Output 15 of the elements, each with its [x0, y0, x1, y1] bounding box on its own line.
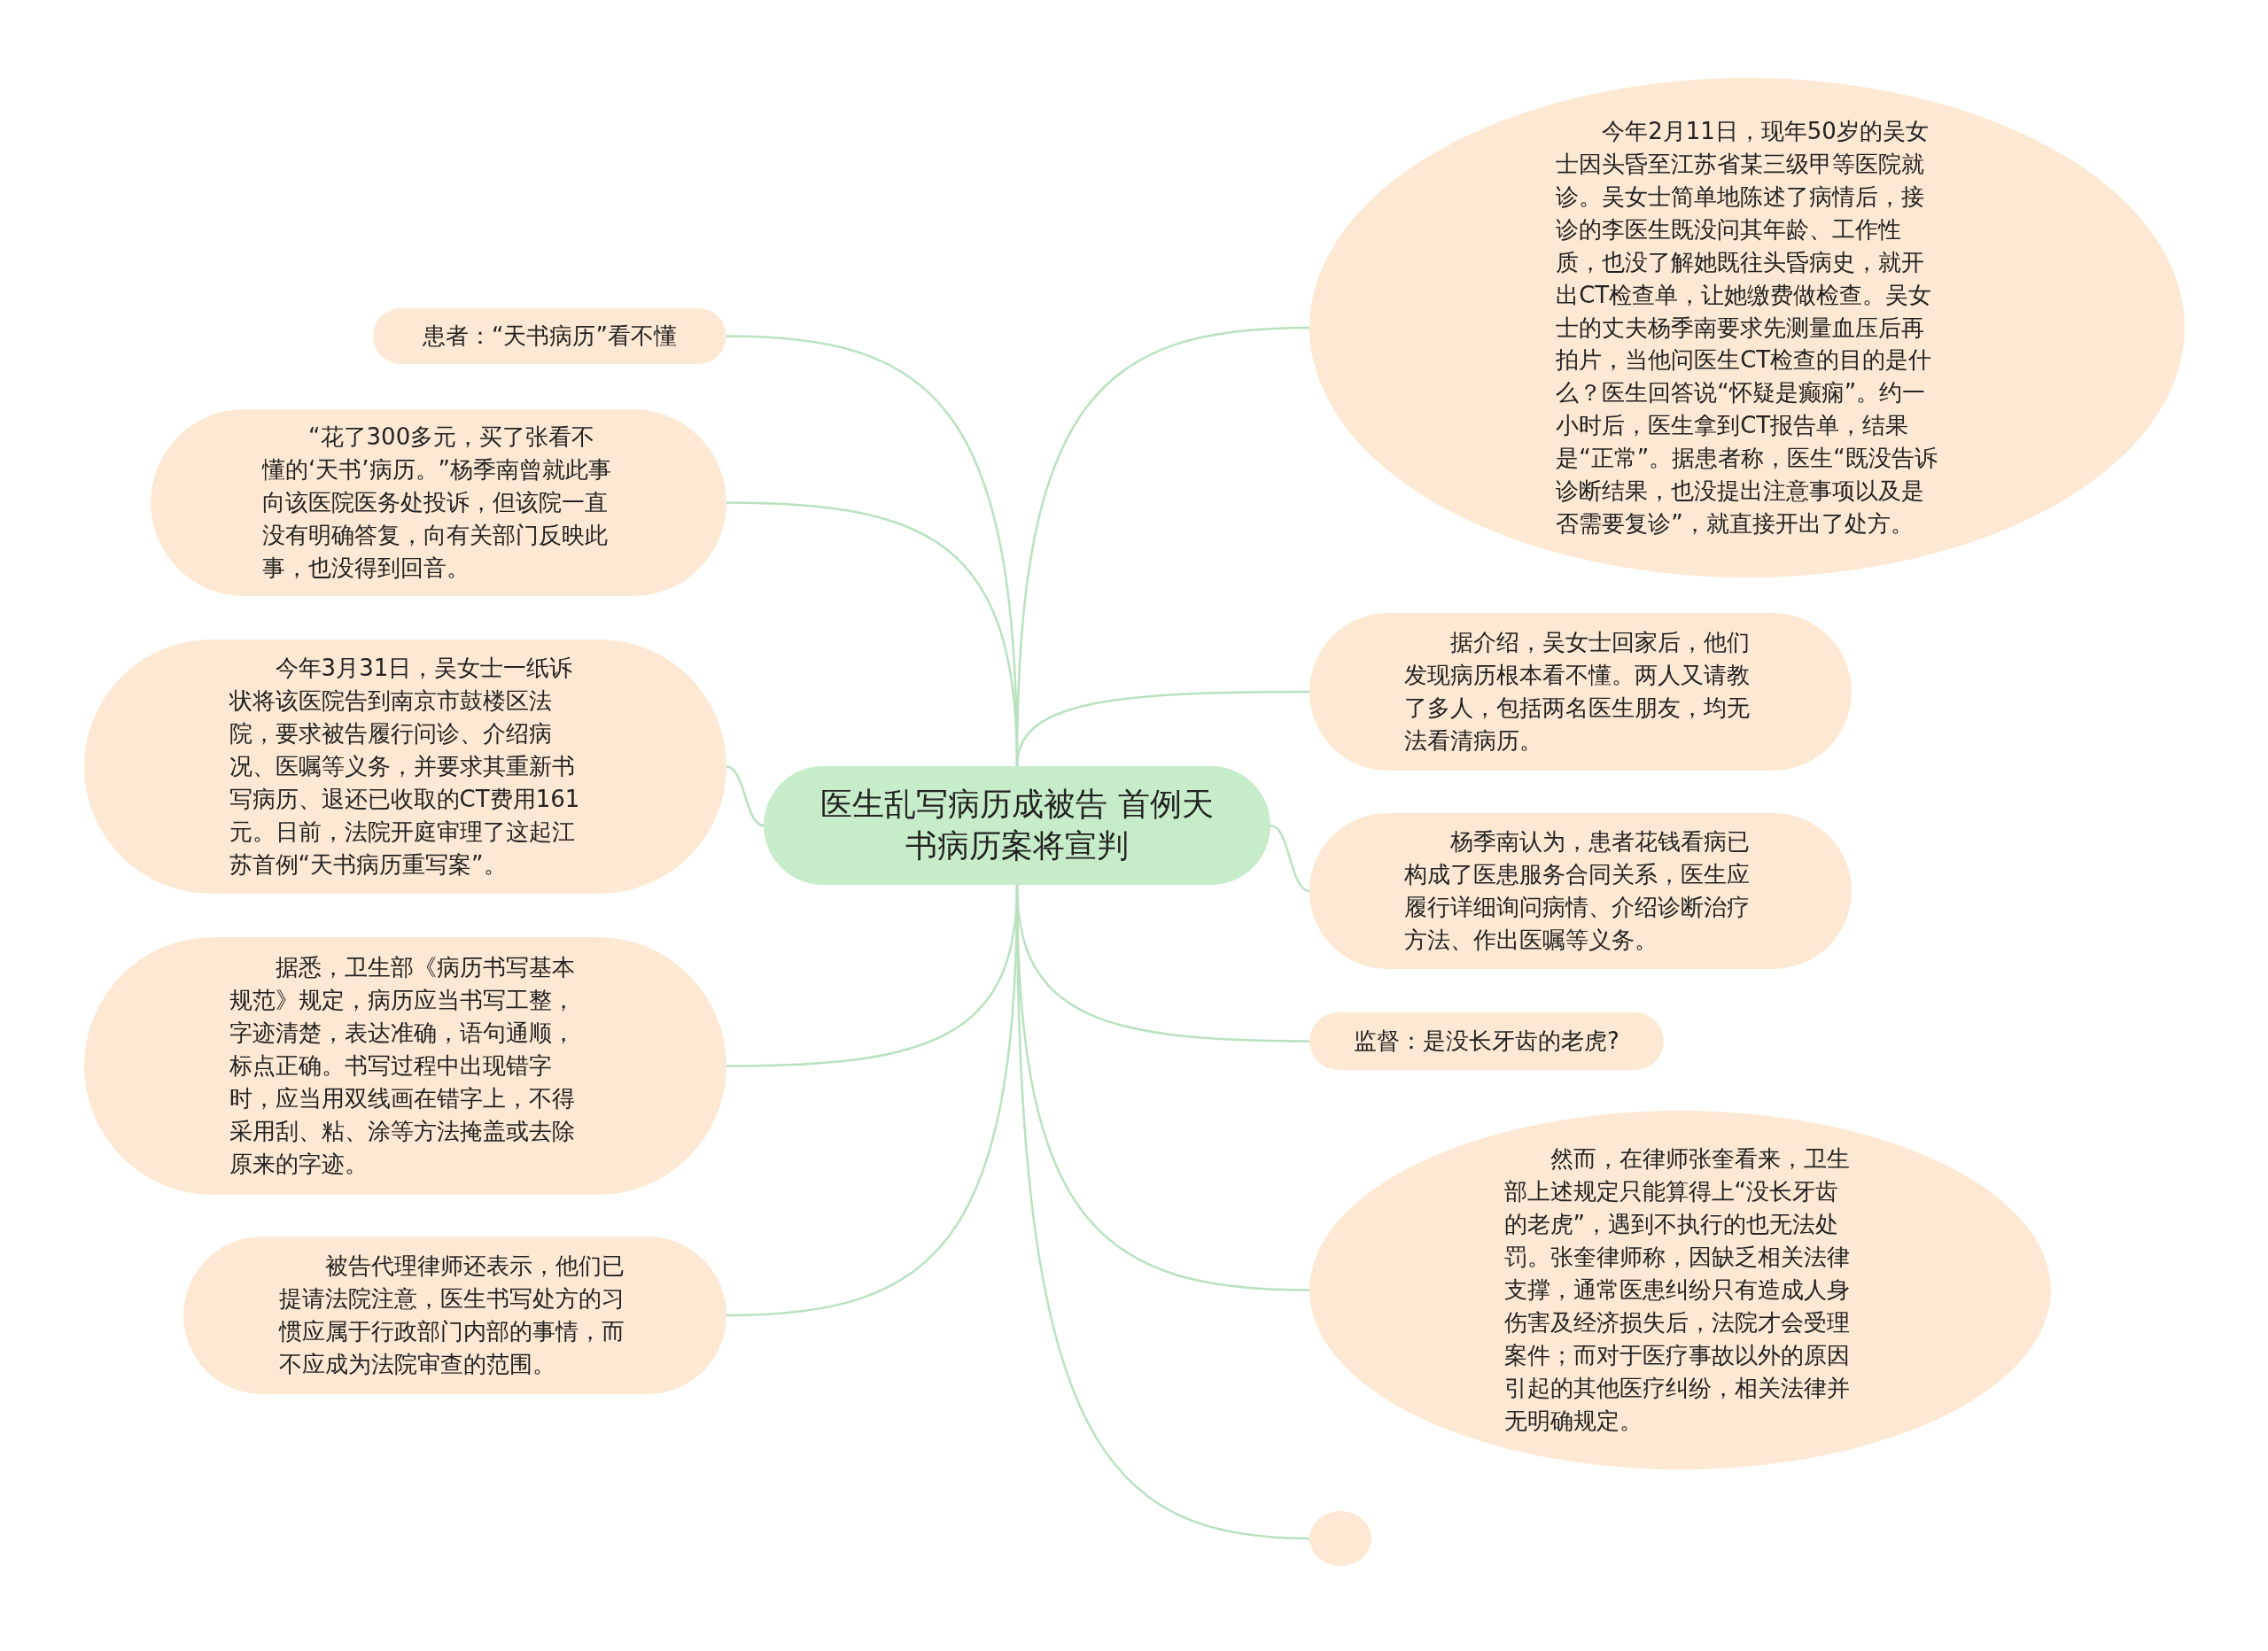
connector-line	[1015, 690, 1309, 767]
topic-text: 今年2月11日，现年50岁的吴女士因头昏至江苏省某三级甲等医院就诊。吴女士简单地陈述了病情后，接诊的李医生既没问其年龄、工作性质，也没了解她既往头昏病史，就开出CT检查单，让她缴费做检查。吴女士的丈夫杨季南要求先测量血压后再拍片，当他问医生CT检查的目的是什么？医生回答说“怀疑是癫痫”。约一小时后，医生拿到CT报告单，结果是“正常”。据患者称，医生“既没告诉诊断结果，也没提出注意事项以及是否需要复诊”，就直接开出了处方。	[1556, 117, 1938, 539]
topic-text: 被告代理律师还表示，他们已提请法院注意，医生书写处方的习惯应属于行政部门内部的事情，而不应成为法院审查的范围。	[278, 1252, 625, 1379]
topic-text: 今年3月31日，吴女士一纸诉状将该医院告到南京市鼓楼区法院，要求被告履行问诊、介绍病况、医嘱等义务，并要求其重新书写病历、退还已收取的CT费用161元。日前，法院开庭审理了这起江苏首例“天书病历重写案”。	[229, 654, 581, 880]
topic-text: 监督：是没长牙齿的老虎?	[1354, 1027, 1619, 1057]
topic-text: 患者：“天书病历”看不懂	[423, 322, 677, 352]
topic-text: 据介绍，吴女士回家后，他们发现病历根本看不懂。两人又请教了多人，包括两名医生朋友，均无法看清病历。	[1404, 628, 1751, 756]
connector-line	[1015, 885, 1310, 1540]
connector-line	[1270, 824, 1310, 893]
central-topic-text: 医生乱写病历成被告 首例天书病历案将宣判	[819, 785, 1215, 865]
topic-text: “花了300多元，买了张看不懂的‘天书’病历。”杨季南曾就此事向该医院医务处投诉，但该院一直没有明确答复，向有关部门反映此事，也没得到回音。	[262, 422, 613, 583]
topic-text: 据悉，卫生部《病历书写基本规范》规定，病历应当书写工整，字迹清楚，表达准确，语句通顺，标点正确。书写过程中出现错字时，应当用双线画在错字上，不得采用刮、粘、涂等方法掩盖或去除原来的字迹。	[229, 953, 576, 1179]
topic-text: 杨季南认为，患者花钱看病已构成了医患服务合同关系，医生应履行详细询问病情、介绍诊断治疗方法、作出医嘱等义务。	[1404, 827, 1751, 955]
topic-text: 然而，在律师张奎看来，卫生部上述规定只能算得上“没长牙齿的老虎”，遇到不执行的也无法处罚。张奎律师称，因缺乏相关法律支撑，通常医患纠纷只有造成人身伤害及经济损失后，法院才会受理案件；而对于医疗事故以外的原因引起的其他医疗纠纷，相关法律并无明确规定。	[1503, 1144, 1851, 1436]
connector-line	[726, 765, 765, 827]
